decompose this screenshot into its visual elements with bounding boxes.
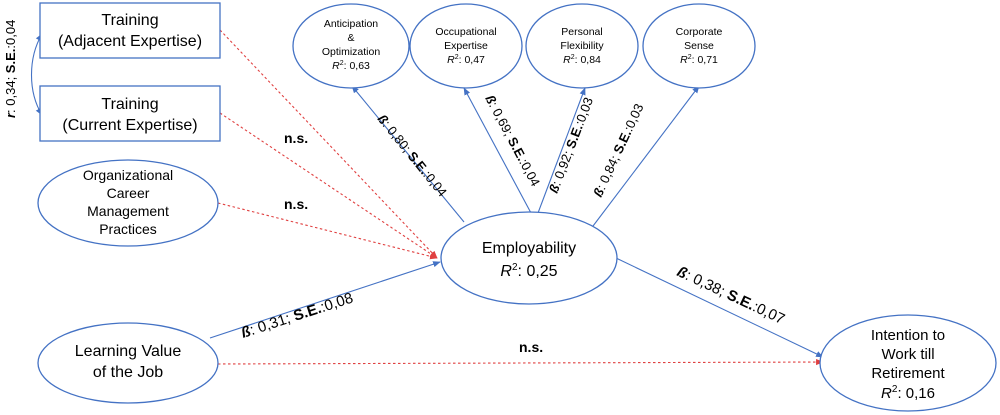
- correlation-arrow: [30, 33, 43, 116]
- node-training-current-line2: (Current Expertise): [62, 117, 197, 134]
- node-occupational-r2: R2: 0,47: [447, 54, 485, 66]
- node-ocmp-line1: Organizational: [83, 167, 173, 183]
- label-learning-employability: ß: 0,31; S.E.:0,08: [239, 290, 355, 342]
- node-training-adjacent: Training (Adjacent Expertise): [39, 2, 221, 59]
- node-employability-title: Employability: [482, 240, 576, 257]
- node-training-current-line1: Training: [101, 96, 158, 113]
- node-learning-value-line1: Learning Value: [75, 343, 182, 360]
- node-anticipation: Anticipation & Optimization R2: 0,63: [292, 3, 410, 89]
- label-emp-occupational: ß: 0,69; S.E.:0,04: [482, 92, 543, 188]
- node-occupational: Occupational Expertise R2: 0,47: [409, 3, 523, 89]
- path-employability-intention: [615, 257, 824, 358]
- label-emp-personal: ß: 0,92; S.E.:0,03: [546, 95, 596, 195]
- label-employability-intention: ß: 0,38; S.E.:0,07: [674, 263, 787, 328]
- node-personal-r2: R2: 0,84: [563, 54, 601, 66]
- node-anticipation-line2: &: [347, 32, 354, 44]
- node-anticipation-line1: Anticipation: [324, 18, 378, 30]
- node-employability: Employability R2: 0,25: [440, 211, 618, 305]
- node-occupational-line2: Expertise: [444, 40, 488, 52]
- path-emp-personal: [537, 87, 586, 214]
- path-emp-corporate: [589, 85, 700, 231]
- node-personal: Personal Flexibility R2: 0,84: [525, 3, 639, 89]
- node-intention-line1: Intention to: [871, 327, 945, 344]
- node-corporate-line1: Corporate: [676, 26, 723, 38]
- path-emp-occupational: [463, 87, 532, 214]
- node-personal-line1: Personal: [561, 26, 602, 38]
- node-learning-value: Learning Value of the Job: [37, 322, 219, 404]
- node-training-adjacent-line2: (Adjacent Expertise): [58, 33, 202, 50]
- node-employability-r2: R2: 0,25: [500, 262, 557, 280]
- node-learning-value-line2: of the Job: [93, 364, 163, 381]
- label-emp-anticipation: ß: 0,80; S.E.:0,04: [375, 111, 450, 199]
- ns-label-ocmp: n.s.: [284, 196, 308, 212]
- node-intention-line2: Work till: [881, 346, 934, 363]
- ns-label-training-current: n.s.: [284, 130, 308, 146]
- ns-path-training-current: [219, 112, 438, 259]
- node-ocmp-line2: Career: [107, 185, 150, 201]
- paths-layer: [30, 29, 824, 366]
- node-intention-line3: Retirement: [871, 365, 945, 382]
- node-ocmp: Organizational Career Management Practic…: [37, 159, 219, 247]
- node-anticipation-line3: Optimization: [322, 46, 381, 58]
- node-ocmp-line3: Management: [87, 203, 169, 219]
- node-training-current: Training (Current Expertise): [39, 85, 221, 142]
- path-learning-employability: [209, 261, 441, 339]
- node-personal-line2: Flexibility: [560, 40, 604, 52]
- node-training-adjacent-line1: Training: [101, 12, 158, 29]
- node-ocmp-line4: Practices: [99, 221, 157, 237]
- node-corporate: Corporate Sense R2: 0,71: [642, 3, 756, 89]
- label-emp-corporate: ß: 0,84; S.E.:0,03: [590, 101, 646, 199]
- path-emp-anticipation: [351, 85, 465, 223]
- correlation-label: r: 0,34; S.E.:0,04: [3, 20, 18, 118]
- ns-path-learning-intention: [217, 358, 824, 366]
- node-intention-r2: R2: 0,16: [881, 384, 935, 402]
- ns-path-ocmp: [217, 202, 438, 260]
- node-corporate-r2: R2: 0,71: [680, 54, 718, 66]
- ns-label-learning-intention: n.s.: [519, 339, 543, 355]
- ns-path-training-adjacent: [219, 29, 438, 259]
- node-occupational-line1: Occupational: [435, 26, 496, 38]
- node-anticipation-r2: R2: 0,63: [332, 60, 370, 72]
- node-corporate-line2: Sense: [684, 40, 714, 52]
- node-intention: Intention to Work till Retirement R2: 0,…: [819, 314, 997, 412]
